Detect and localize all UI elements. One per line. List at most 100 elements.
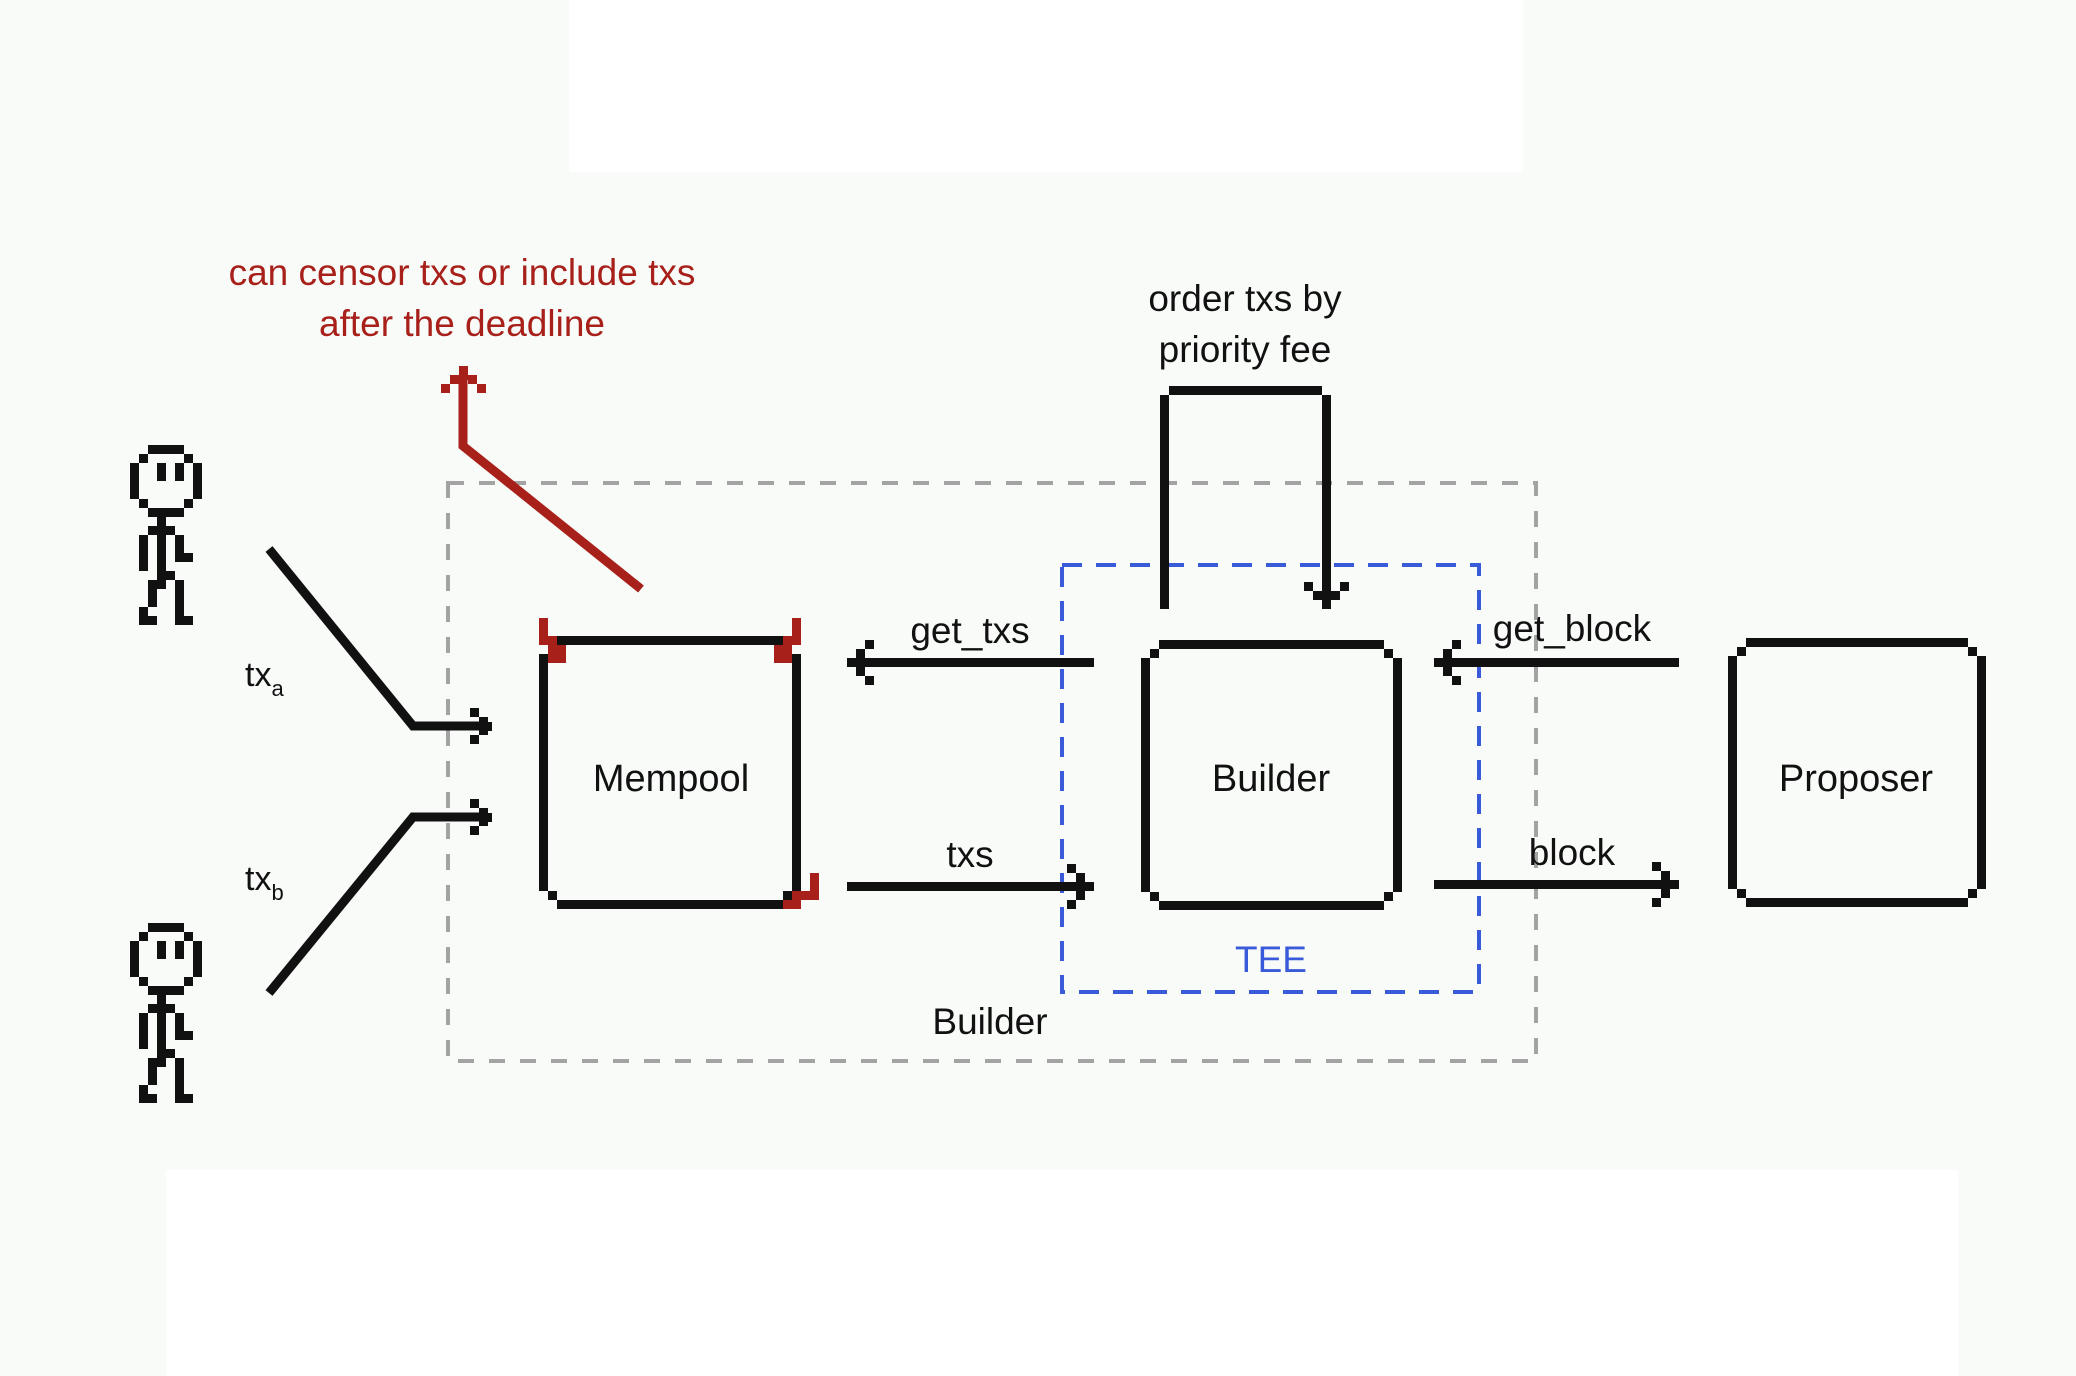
stick-figure-pixel	[157, 463, 166, 472]
stick-figure-pixel	[175, 986, 184, 995]
mempool-node[interactable]	[539, 636, 801, 909]
priority-ordering-loop	[1160, 386, 1331, 609]
stick-figure-pixel	[148, 445, 157, 454]
stick-figure-pixel	[139, 616, 148, 625]
stick-figure-pixel	[184, 553, 193, 562]
stick-figure-pixel	[139, 1040, 148, 1049]
censorship-arrow	[458, 380, 644, 593]
tx-b-label-subscript: b	[271, 880, 283, 905]
stick-figure-pixel	[175, 1013, 184, 1022]
stick-figure-pixel	[184, 977, 193, 986]
stick-figure-pixel	[175, 535, 184, 544]
builder-group-label: Builder	[932, 1001, 1047, 1042]
stick-figure-pixel	[193, 490, 202, 499]
get-txs-arrowhead-icon	[847, 640, 874, 685]
get-txs-label: get_txs	[910, 610, 1029, 651]
stick-figure-pixel	[157, 1013, 166, 1022]
stick-figure-pixel	[139, 1022, 148, 1031]
stick-figure-pixel	[157, 1049, 166, 1058]
stick-figure-pixel	[148, 1067, 157, 1076]
stick-figure-pixel	[148, 598, 157, 607]
stick-figure-pixel	[157, 1040, 166, 1049]
stick-figure-pixel	[157, 445, 166, 454]
stick-figure-pixel	[139, 1085, 148, 1094]
block-arrowhead-icon	[1652, 862, 1679, 907]
stick-figure-pixel	[184, 616, 193, 625]
stick-figure-pixel	[139, 1013, 148, 1022]
stick-figure-pixel	[184, 932, 193, 941]
stick-figure-pixel	[175, 553, 184, 562]
builder-node[interactable]	[1141, 640, 1402, 910]
background-panel-bottom	[166, 1170, 1958, 1376]
stick-figure-pixel	[130, 490, 139, 499]
stick-figure-pixel	[130, 463, 139, 472]
priority-loop-label-line2: priority fee	[1159, 329, 1332, 370]
stick-figure-pixel	[148, 1094, 157, 1103]
stick-figure-pixel	[148, 580, 157, 589]
tx-a-label-subscript: a	[271, 676, 284, 701]
stick-figure-pixel	[175, 1076, 184, 1085]
stick-figure-pixel	[175, 445, 184, 454]
stick-figure-pixel	[184, 1031, 193, 1040]
txs-arrowhead-icon	[1067, 864, 1094, 909]
stick-figure-pixel	[175, 598, 184, 607]
tee-label: TEE	[1235, 939, 1307, 980]
stick-figure-pixel	[148, 1058, 157, 1067]
txs-label: txs	[946, 834, 993, 875]
stick-figure-pixel	[148, 1004, 157, 1013]
stick-figure-pixel	[175, 1067, 184, 1076]
stick-figure-pixel	[166, 1004, 175, 1013]
stick-figure-pixel	[139, 1031, 148, 1040]
stick-figure-pixel	[157, 526, 166, 535]
stick-figure-pixel	[139, 454, 148, 463]
tee-boundary	[1060, 563, 1481, 994]
stick-figure-pixel	[193, 472, 202, 481]
stick-figure-pixel	[166, 923, 175, 932]
priority-loop-label-line1: order txs by	[1148, 278, 1342, 319]
stick-figure-pixel	[175, 616, 184, 625]
stick-figure-pixel	[148, 526, 157, 535]
stick-figure-pixel	[157, 553, 166, 562]
mempool-tamper-marks	[539, 618, 819, 909]
stick-figure-pixel	[175, 463, 184, 472]
stick-figure-pixel	[130, 481, 139, 490]
stick-figure-pixel	[148, 508, 157, 517]
stick-figure-pixel	[184, 499, 193, 508]
stick-figure-pixel	[193, 941, 202, 950]
stick-figure-pixel	[175, 607, 184, 616]
stick-figure-pixel	[157, 508, 166, 517]
stick-figure-pixel	[157, 1004, 166, 1013]
stick-figure-pixel	[175, 923, 184, 932]
tx-a-label-main: tx	[245, 656, 271, 694]
stick-figure-pixel	[175, 580, 184, 589]
block-arrow-line	[1434, 880, 1674, 889]
stick-figure-pixel	[175, 1022, 184, 1031]
stick-figure-pixel	[175, 950, 184, 959]
stick-figure-pixel	[175, 508, 184, 517]
background-panel-top	[569, 0, 1523, 172]
stick-figure-pixel	[175, 589, 184, 598]
user-a-stick-figure-icon	[130, 445, 202, 625]
stick-figure-pixel	[139, 562, 148, 571]
stick-figure-pixel	[175, 1058, 184, 1067]
tx-b-label-main: tx	[245, 860, 271, 898]
stick-figure-pixel	[193, 481, 202, 490]
stick-figure-pixel	[184, 1094, 193, 1103]
proposer-node[interactable]	[1728, 638, 1986, 907]
stick-figure-pixel	[175, 1031, 184, 1040]
get-block-arrow-line	[1439, 658, 1679, 667]
block-label: block	[1529, 832, 1616, 873]
user-b-stick-figure-icon	[130, 923, 202, 1103]
stick-figure-pixel	[148, 1076, 157, 1085]
stick-figure-pixel	[193, 959, 202, 968]
stick-figure-pixel	[175, 941, 184, 950]
censorship-arrowhead-icon	[441, 366, 486, 393]
stick-figure-pixel	[157, 1022, 166, 1031]
builder-group-boundary	[446, 481, 1538, 1063]
censorship-note-line1: can censor txs or include txs	[229, 252, 696, 293]
stick-figure-pixel	[175, 544, 184, 553]
tx-a-connector	[265, 546, 488, 731]
stick-figure-pixel	[130, 941, 139, 950]
stick-figure-pixel	[166, 445, 175, 454]
